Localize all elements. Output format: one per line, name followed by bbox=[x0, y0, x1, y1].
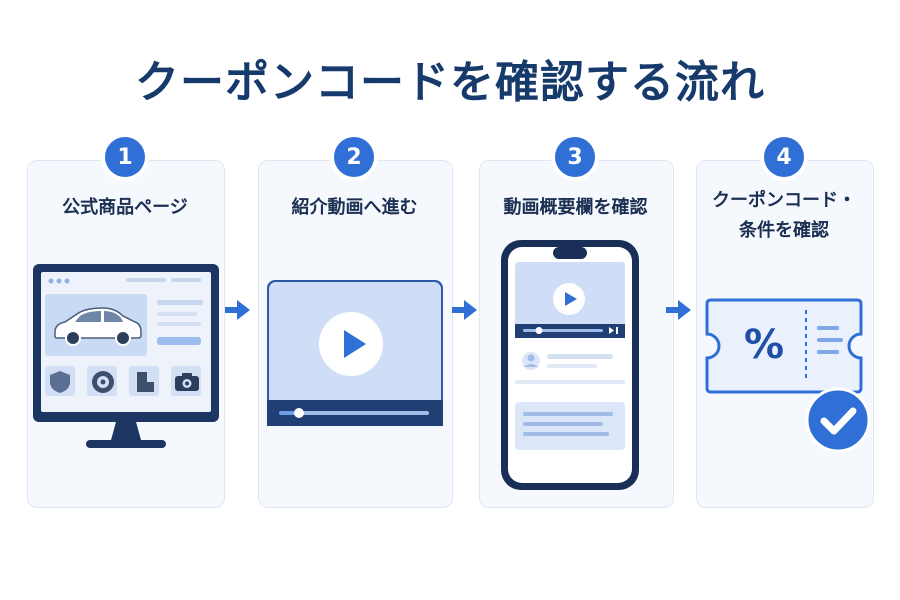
step-2-number: 2 bbox=[334, 137, 374, 177]
shield-icon bbox=[49, 370, 71, 394]
step-3-number: 3 bbox=[555, 137, 595, 177]
step-4-number: 4 bbox=[764, 137, 804, 177]
arrow-right-icon bbox=[666, 299, 692, 321]
play-icon bbox=[318, 311, 384, 377]
play-icon bbox=[552, 282, 586, 316]
page-title: クーポンコードを確認する流れ bbox=[135, 57, 765, 108]
step-2-label: 紹介動画へ進む bbox=[291, 197, 418, 218]
step-3-label: 動画概要欄を確認 bbox=[503, 197, 648, 218]
floor-mat-icon bbox=[133, 370, 157, 394]
coupon-percent-symbol: % bbox=[743, 322, 785, 368]
desktop-monitor-icon bbox=[31, 262, 221, 452]
step-4-label-line1: クーポンコード・ bbox=[712, 190, 856, 211]
car-icon bbox=[51, 302, 143, 346]
step-4-label-line2: 条件を確認 bbox=[739, 220, 829, 241]
tire-icon bbox=[91, 370, 115, 394]
check-icon bbox=[805, 387, 871, 453]
dashcam-icon bbox=[174, 372, 200, 392]
arrow-right-icon bbox=[452, 299, 478, 321]
step-1-label: 公式商品ページ bbox=[62, 197, 188, 218]
smartphone-icon bbox=[501, 240, 639, 490]
coupon-ticket-icon bbox=[705, 298, 863, 394]
step-1-number: 1 bbox=[105, 137, 145, 177]
arrow-right-icon bbox=[225, 299, 251, 321]
